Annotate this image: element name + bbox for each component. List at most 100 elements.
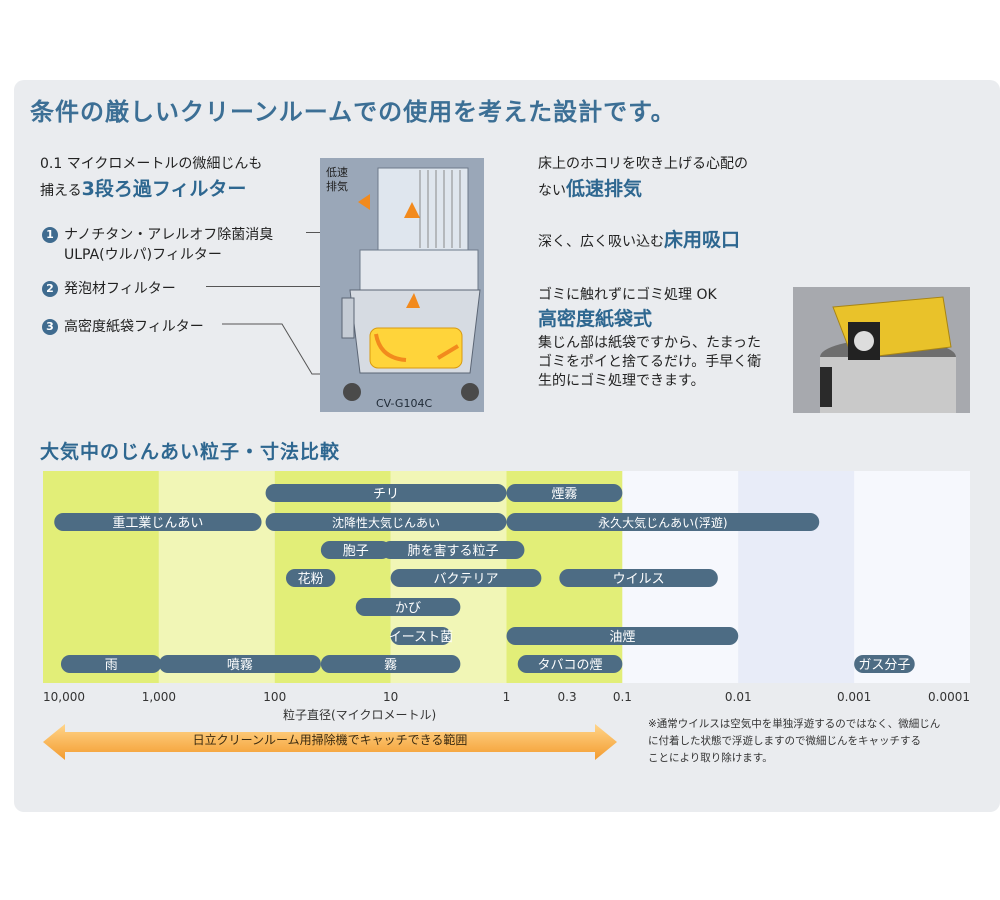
- x-tick-label: 10,000: [43, 690, 85, 704]
- exhaust-feature-prefix: ない: [538, 183, 566, 199]
- particle-bar: 油煙: [506, 627, 739, 645]
- leader-line-2: [206, 286, 406, 287]
- particle-bar-label: 煙霧: [551, 487, 577, 502]
- decade-band: [43, 471, 159, 683]
- particle-bar-shape: [285, 569, 336, 587]
- particle-bar-label: 雨: [105, 658, 118, 673]
- particle-bar-shape: [506, 513, 820, 531]
- nozzle-feature-prefix: 深く、広く吸い込む: [538, 234, 664, 250]
- particle-bar-label: 油煙: [609, 630, 635, 645]
- particle-bar: かび: [355, 598, 461, 616]
- note-line1: ※通常ウイルスは空気中を単独浮遊するのではなく、微細じん: [648, 718, 941, 730]
- particle-bar-label: タバコの煙: [538, 658, 603, 673]
- x-tick-label: 0.001: [836, 690, 872, 704]
- bag-feature-description: 集じん部は紙袋ですから、たまった ゴミをポイと捨てるだけ。手早く衛 生的にゴミ処…: [538, 334, 761, 391]
- content-panel: [14, 80, 1000, 812]
- particle-bar-shape: [265, 513, 507, 531]
- filter-item-1-line1: ナノチタン・アレルオフ除菌消臭: [64, 227, 274, 243]
- page-headline: 条件の厳しいクリーンルームでの使用を考えた設計です。: [30, 98, 676, 126]
- exhaust-feature-line: 床上のホコリを吹き上げる心配の: [538, 156, 748, 172]
- particle-bar: 沈降性大気じんあい: [265, 513, 507, 531]
- catch-range-label: 日立クリーンルーム用掃除機でキャッチできる範囲: [192, 733, 468, 747]
- filter-item-3-number: 3: [42, 319, 58, 335]
- bag-desc-line2: ゴミをポイと捨てるだけ。手早く衛: [538, 354, 762, 370]
- x-tick-label: 0.0001: [928, 690, 970, 704]
- exhaust-label-line1: 低速: [326, 166, 348, 179]
- filter-item-2-number: 2: [42, 281, 58, 297]
- particle-bar-label: イースト菌: [389, 630, 453, 645]
- particle-bar-label: バクテリア: [433, 572, 498, 587]
- exhaust-feature-strong: 低速排気: [566, 178, 643, 200]
- x-tick-label: 10: [382, 690, 399, 704]
- particle-bar-label: 霧: [384, 658, 397, 673]
- virus-footnote: ※通常ウイルスは空気中を単独浮遊するのではなく、微細じん に付着した状態で浮遊し…: [648, 716, 940, 767]
- particle-bar: 煙霧: [506, 484, 623, 502]
- particle-bar: タバコの煙: [517, 655, 623, 673]
- nozzle-feature: 深く、広く吸い込む床用吸口: [538, 225, 740, 252]
- particle-bar-label: 噴霧: [227, 658, 253, 673]
- filter-intro-strong: 3段ろ過フィルター: [81, 178, 247, 200]
- filter-item-3: 3 高密度紙袋フィルター: [42, 316, 204, 336]
- particle-bar-shape: [506, 484, 623, 502]
- particle-bar-shape: [355, 598, 461, 616]
- particle-bar: 重工業じんあい: [54, 513, 262, 531]
- decade-band: [158, 471, 275, 683]
- filter-item-1-number: 1: [42, 227, 58, 243]
- particle-bar: 肺を害する粒子: [381, 541, 525, 559]
- particle-bar: ガス分子: [854, 655, 915, 673]
- particle-bar-shape: [381, 541, 525, 559]
- particle-bar-label: かび: [395, 601, 421, 616]
- particle-bar-shape: [265, 484, 507, 502]
- particle-bar-label: 重工業じんあい: [112, 515, 203, 531]
- x-axis-label: 粒子直径(マイクロメートル): [283, 708, 437, 722]
- particle-bar-shape: [390, 627, 452, 645]
- particle-bar: イースト菌: [389, 627, 453, 645]
- particle-bar-label: ガス分子: [858, 658, 910, 673]
- x-tick-label: 100: [263, 690, 287, 704]
- x-tick-label: 0.1: [612, 690, 632, 704]
- vacuum-cross-section-illustration: [320, 158, 484, 412]
- exhaust-feature: ない低速排気: [538, 174, 642, 201]
- particle-bar: 胞子: [320, 541, 391, 559]
- particle-bar-label: 永久大気じんあい(浮遊): [598, 515, 727, 530]
- decade-band: [738, 471, 855, 683]
- particle-bar: 噴霧: [158, 655, 321, 673]
- filter-item-2: 2 発泡材フィルター: [42, 278, 176, 298]
- bag-desc-line3: 生的にゴミ処理できます。: [538, 373, 705, 389]
- particle-bar-label: チリ: [373, 487, 399, 502]
- note-line2: に付着した状態で浮遊しますので微細じんをキャッチする: [648, 735, 921, 747]
- decade-band: [854, 471, 970, 683]
- filter-item-2-line1: 発泡材フィルター: [64, 281, 176, 297]
- model-number: CV-G104C: [376, 397, 433, 410]
- particle-bar-label: 肺を害する粒子: [407, 543, 498, 559]
- exhaust-label: 低速 排気: [326, 166, 348, 194]
- filter-intro-prefix: 捕える: [40, 183, 82, 199]
- particle-bar: 花粉: [285, 569, 336, 587]
- particle-bar-shape: [390, 569, 542, 587]
- paper-bag-photo: [793, 287, 970, 413]
- particle-bar-shape: [506, 627, 739, 645]
- filter-item-1-line2: ULPA(ウルパ)フィルター: [64, 247, 222, 263]
- particle-bar: バクテリア: [390, 569, 542, 587]
- particle-bar-shape: [517, 655, 623, 673]
- particle-bar-shape: [854, 655, 915, 673]
- particle-bar: チリ: [265, 484, 507, 502]
- x-tick-label: 0.01: [724, 690, 752, 704]
- x-tick-label: 1: [502, 690, 511, 704]
- filter-intro-line1: 0.1 マイクロメートルの微細じんも: [40, 156, 263, 172]
- particle-bar-label: ウイルス: [613, 572, 665, 587]
- particle-bar-shape: [54, 513, 262, 531]
- bag-feature-line: ゴミに触れずにゴミ処理 OK: [538, 287, 717, 303]
- particle-bar-label: 花粉: [298, 571, 324, 587]
- particle-bar-shape: [158, 655, 321, 673]
- particle-bar: 永久大気じんあい(浮遊): [506, 513, 820, 531]
- particle-bar-label: 胞子: [343, 544, 369, 559]
- note-line3: ことにより取り除けます。: [648, 752, 773, 764]
- bag-desc-line1: 集じん部は紙袋ですから、たまった: [538, 335, 762, 351]
- filter-intro-line2: 捕える3段ろ過フィルター: [40, 174, 246, 201]
- particle-bar: 雨: [60, 655, 162, 673]
- x-tick-label: 0.3: [557, 690, 577, 704]
- particle-bar: 霧: [320, 655, 461, 673]
- filter-item-3-line1: 高密度紙袋フィルター: [64, 319, 204, 335]
